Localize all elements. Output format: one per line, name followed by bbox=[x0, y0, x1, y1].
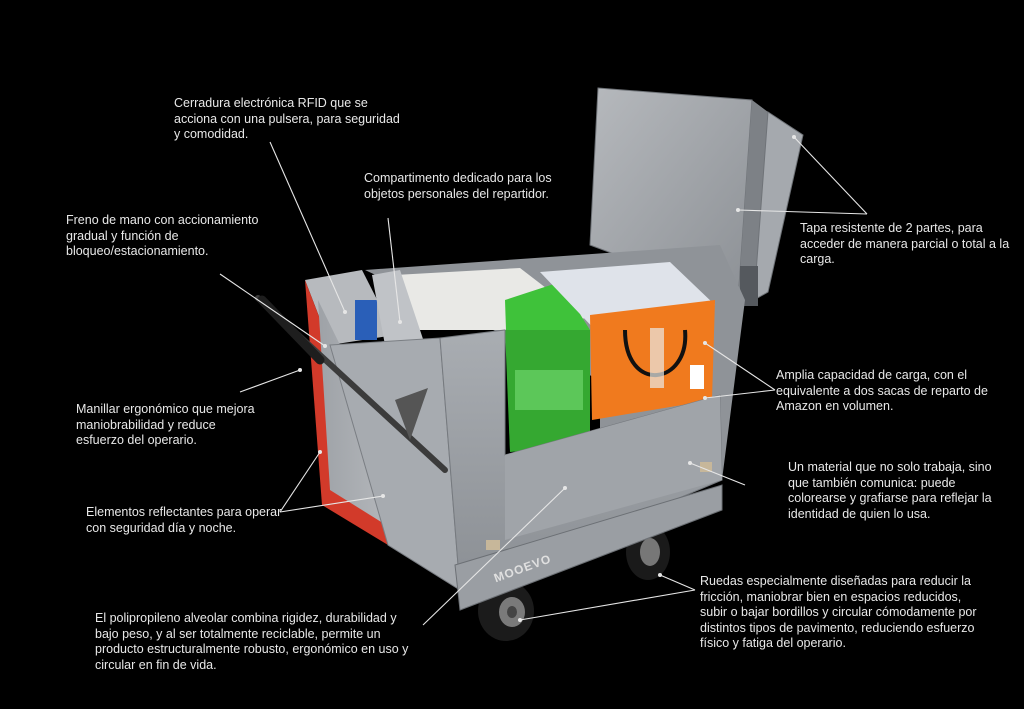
annotation-two-part-lid: Tapa resistente de 2 partes, para accede… bbox=[800, 221, 1010, 266]
annotation-material: Un material que no solo trabaja, sino qu… bbox=[788, 460, 992, 521]
annotation-personal-compartment: Compartimento dedicado para los objetos … bbox=[364, 171, 552, 201]
base-frame bbox=[454, 484, 723, 611]
annotation-wheels: Ruedas especialmente diseñadas para redu… bbox=[700, 574, 977, 650]
annotation-ergonomic-handle: Manillar ergonómico que mejora maniobrab… bbox=[76, 402, 255, 447]
annotation-polypropylene: El polipropileno alveolar combina rigide… bbox=[95, 611, 409, 672]
leader-lines bbox=[219, 135, 868, 626]
green-bag bbox=[395, 268, 590, 452]
annotation-reflective-elements: Elementos reflectantes para operar con s… bbox=[86, 505, 282, 535]
orange-bag bbox=[540, 262, 715, 420]
annotation-rfid-lock: Cerradura electrónica RFID que se accion… bbox=[174, 96, 400, 141]
annotation-hand-brake: Freno de mano con accionamiento gradual … bbox=[66, 213, 259, 258]
annotation-load-capacity: Amplia capacidad de carga, con el equiva… bbox=[776, 368, 988, 413]
